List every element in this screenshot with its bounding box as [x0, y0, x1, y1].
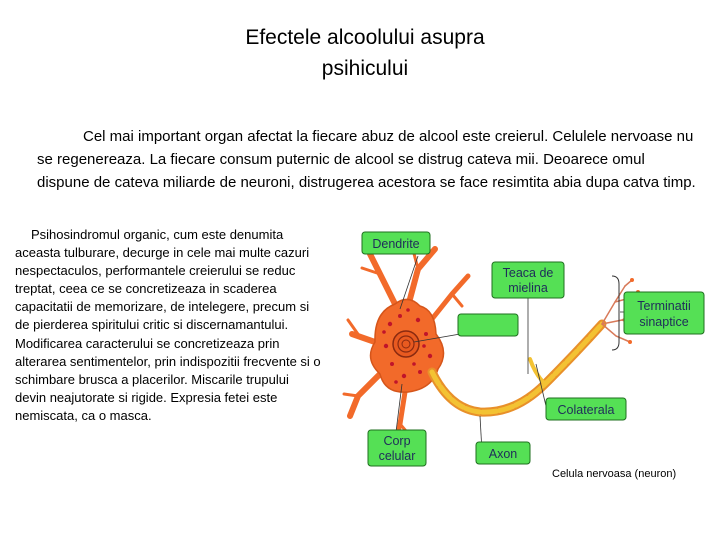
neuron-diagram: Dendrite Teaca de mielina Terminatii sin… — [340, 224, 720, 474]
label-terminals-line1: Terminatii — [637, 299, 691, 313]
label-cell-body: Corp celular — [367, 429, 427, 467]
label-collateral: Colaterala — [545, 397, 627, 421]
label-dendrite: Dendrite — [361, 231, 431, 255]
label-cell-body-line1: Corp — [383, 434, 410, 448]
label-axon: Axon — [475, 441, 531, 465]
title-line-1: Efectele alcoolului asupra — [245, 26, 485, 49]
intro-paragraph: Cel mai important organ afectat la fieca… — [37, 128, 696, 191]
cytoplasm-dots — [382, 308, 433, 384]
label-synaptic-terminals: Terminatii sinaptice — [623, 291, 705, 335]
axon-collateral — [528, 357, 547, 386]
psychosyndrome-paragraph: Psihosindromul organic, cum este denumit… — [15, 227, 321, 423]
label-myelin-line1: Teaca de — [503, 266, 554, 280]
figure-caption: Celula nervoasa (neuron) — [552, 468, 677, 480]
label-nucleus — [457, 313, 519, 337]
terminals-bracket — [611, 275, 620, 351]
label-myelin-sheath: Teaca de mielina — [491, 261, 565, 299]
title-line-2: psihicului — [321, 57, 409, 80]
label-dendrite-text: Dendrite — [372, 237, 419, 251]
label-axon-text: Axon — [489, 447, 518, 461]
slide-title: Efectele alcoolului asupra psihicului — [150, 22, 580, 84]
nucleus — [392, 330, 420, 358]
myelin-sheath — [429, 321, 605, 415]
label-myelin-line2: mielina — [508, 281, 548, 295]
label-cell-body-line2: celular — [379, 449, 416, 463]
label-collateral-text: Colaterala — [558, 403, 615, 417]
label-terminals-line2: sinaptice — [639, 315, 688, 329]
